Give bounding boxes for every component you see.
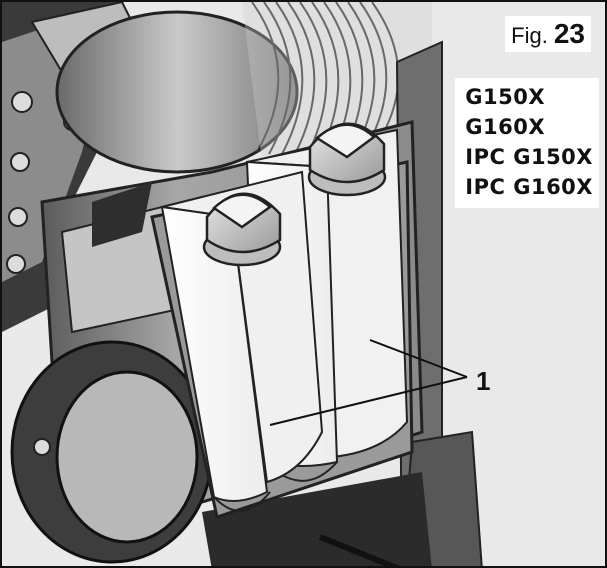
model-name: G150X [465, 85, 546, 109]
figure-label: Fig.23 [505, 16, 591, 52]
model-list: G150X G160X IPC G150X IPC G160X [455, 78, 599, 208]
callout-label-1: 1 [476, 366, 490, 396]
figure-number: 23 [553, 18, 585, 49]
model-name: IPC G150X [465, 145, 593, 169]
figure-prefix: Fig. [511, 23, 548, 48]
model-name: IPC G160X [465, 175, 593, 199]
model-name: G160X [465, 115, 546, 139]
